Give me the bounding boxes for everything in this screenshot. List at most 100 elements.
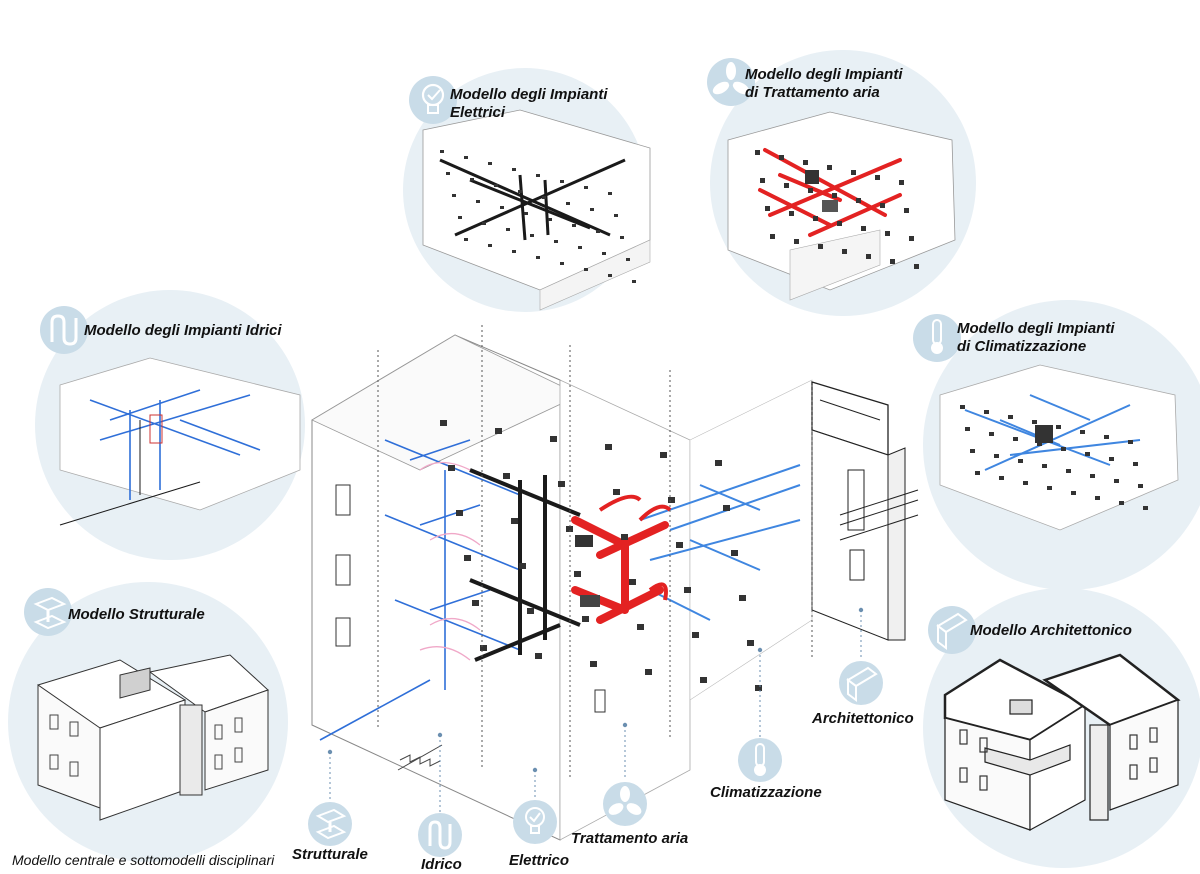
fixture-marker: [1128, 440, 1133, 444]
label-idrico: Idrico: [421, 856, 462, 873]
fixture-marker: [789, 211, 794, 216]
fixture-marker: [731, 550, 738, 556]
fixture-marker: [613, 489, 620, 495]
fixture-marker: [524, 212, 528, 215]
fixture-marker: [739, 595, 746, 601]
fixture-marker: [779, 155, 784, 160]
fixture-marker: [1037, 442, 1042, 446]
beam-icon: [24, 588, 72, 636]
thermometer-icon: [913, 314, 961, 362]
elettrici-title-line1: Modello degli Impianti: [450, 86, 608, 103]
fixture-marker: [488, 244, 492, 247]
trattamento-aria-title: Modello degli Impianti di Trattamento ar…: [745, 66, 903, 102]
fixture-marker: [866, 254, 871, 259]
fixture-marker: [464, 238, 468, 241]
fixture-marker: [578, 246, 582, 249]
climatizzazione-title-line1: Modello degli Impianti: [957, 320, 1115, 337]
fixture-marker: [975, 471, 980, 475]
fixture-marker: [620, 236, 624, 239]
fixture-marker: [813, 216, 818, 221]
climatizzazione-icon[interactable]: [738, 738, 782, 782]
fixture-marker: [1104, 435, 1109, 439]
fixture-marker: [536, 174, 540, 177]
fixture-marker: [488, 162, 492, 165]
architettonico-title: Modello Architettonico: [970, 622, 1132, 640]
fixture-marker: [518, 190, 522, 193]
fixture-marker: [1047, 486, 1052, 490]
fixture-marker: [550, 436, 557, 442]
fixture-marker: [637, 624, 644, 630]
fixture-marker: [548, 218, 552, 221]
idrici-model: [59, 357, 301, 526]
idrico-icon[interactable]: [418, 813, 462, 857]
fixture-marker: [566, 526, 573, 532]
fixture-marker: [715, 460, 722, 466]
elettrici-title-line2: Elettrici: [450, 104, 506, 121]
fixture-marker: [632, 280, 636, 283]
figure-caption: Modello centrale e sottomodelli discipli…: [12, 852, 275, 868]
fixture-marker: [755, 150, 760, 155]
fixture-marker: [566, 202, 570, 205]
fixture-marker: [608, 274, 612, 277]
fixture-marker: [511, 518, 518, 524]
elettrici-model: [422, 109, 651, 311]
strutturale-title: Modello Strutturale: [68, 606, 205, 624]
fixture-marker: [1042, 464, 1047, 468]
fixture-marker: [784, 183, 789, 188]
lightbulb-icon: [409, 76, 457, 124]
fixture-marker: [856, 198, 861, 203]
fixture-marker: [770, 234, 775, 239]
fixture-marker: [506, 228, 510, 231]
fixture-marker: [519, 563, 526, 569]
fixture-marker: [456, 510, 463, 516]
elettrico-icon[interactable]: [513, 800, 557, 844]
idrici-title-line1: Modello degli Impianti Idrici: [84, 322, 282, 339]
fixture-marker: [1023, 481, 1028, 485]
fixture-marker: [1085, 452, 1090, 456]
fixture-marker: [596, 230, 600, 233]
fixture-marker: [1090, 474, 1095, 478]
fixture-marker: [608, 192, 612, 195]
fixture-marker: [1080, 430, 1085, 434]
fixture-marker: [700, 677, 707, 683]
fixture-marker: [558, 481, 565, 487]
climatizzazione-title-line2: di Climatizzazione: [957, 338, 1087, 355]
fixture-marker: [1008, 415, 1013, 419]
fixture-marker: [512, 250, 516, 253]
fixture-marker: [446, 172, 450, 175]
fixture-marker: [572, 224, 576, 227]
central-model: [311, 325, 919, 841]
trattamento-aria-title-line2: di Trattamento aria: [745, 84, 880, 101]
fixture-marker: [999, 476, 1004, 480]
fixture-marker: [875, 175, 880, 180]
fixture-marker: [1119, 501, 1124, 505]
trattamento-aria-icon[interactable]: [603, 782, 647, 826]
fixture-marker: [984, 410, 989, 414]
label-strutturale: Strutturale: [292, 846, 368, 863]
fixture-marker: [452, 194, 456, 197]
fixture-marker: [684, 587, 691, 593]
fixture-marker: [472, 600, 479, 606]
idrici-title: Modello degli Impianti Idrici: [84, 322, 282, 340]
fixture-marker: [851, 170, 856, 175]
architettonico-icon[interactable]: [839, 661, 883, 705]
fixture-marker: [440, 420, 447, 426]
fixture-marker: [1133, 462, 1138, 466]
fixture-marker: [808, 188, 813, 193]
fixture-marker: [503, 473, 510, 479]
strutturale-icon[interactable]: [308, 802, 352, 846]
fixture-marker: [794, 239, 799, 244]
fixture-marker: [1114, 479, 1119, 483]
fixture-marker: [464, 156, 468, 159]
fixture-marker: [621, 534, 628, 540]
fixture-marker: [536, 256, 540, 259]
fixture-marker: [965, 427, 970, 431]
fixture-marker: [1138, 484, 1143, 488]
fixture-marker: [676, 542, 683, 548]
label-architettonico: Architettonico: [812, 710, 914, 727]
fixture-marker: [527, 608, 534, 614]
fixture-marker: [605, 444, 612, 450]
fixture-marker: [470, 178, 474, 181]
fixture-marker: [530, 234, 534, 237]
trattamento-aria-title-line1: Modello degli Impianti: [745, 66, 903, 83]
